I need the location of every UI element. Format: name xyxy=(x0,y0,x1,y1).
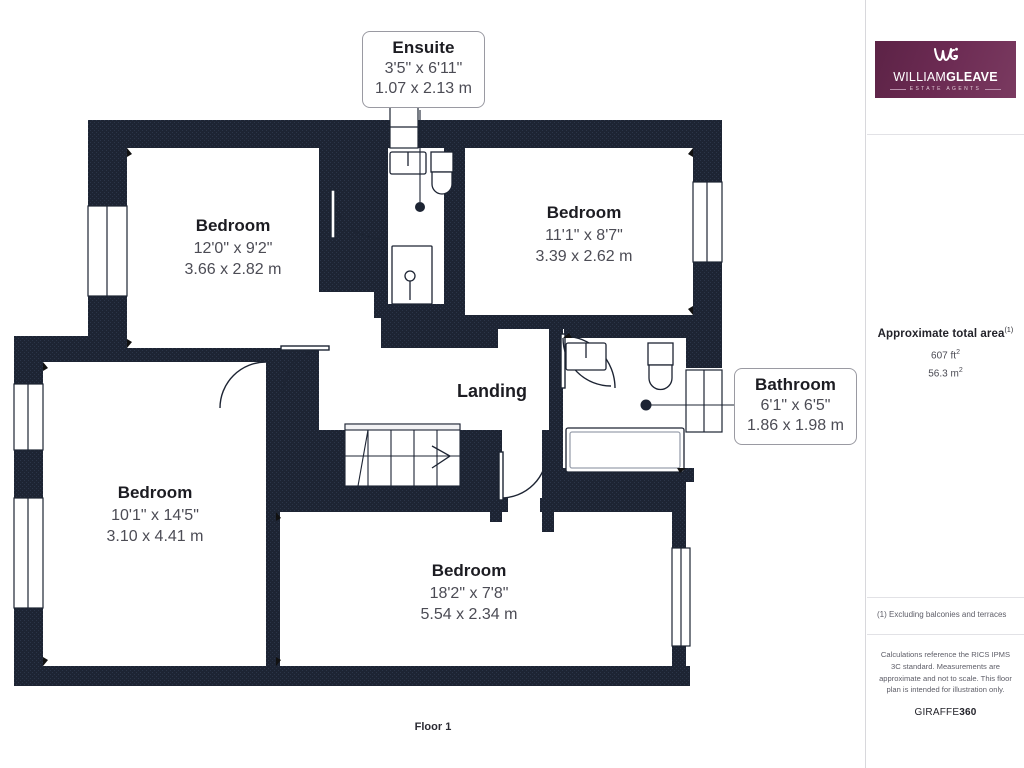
door-bedroom-top-left-upper xyxy=(330,189,380,239)
room-label-bedroom-bottom-left: Bedroom 10'1" x 14'5" 3.10 x 4.41 m xyxy=(75,483,235,546)
footnote-cell: (1) Excluding balconies and terraces xyxy=(867,598,1024,635)
window-ensuite-top xyxy=(389,105,419,149)
room-name-landing: Landing xyxy=(457,381,527,401)
floor-plan-canvas: Ensuite 3'5" x 6'11" 1.07 x 2.13 m Bathr… xyxy=(13,0,866,768)
floor-plan-drawing xyxy=(13,105,734,686)
total-area-title-text: Approximate total area xyxy=(877,327,1005,340)
room-imperial-bedroom-top-left: 12'0" x 9'2" xyxy=(193,240,273,258)
room-name-ensuite: Ensuite xyxy=(392,38,455,57)
fixtures-bathroom xyxy=(565,342,685,473)
total-area-imperial-unit: 2 xyxy=(956,348,960,356)
room-name-bedroom-bottom-left: Bedroom xyxy=(117,483,193,502)
windows xyxy=(13,105,723,647)
giraffe360-brand: GIRAFFE360 xyxy=(867,707,1024,718)
logo-wordmark: WILLIAMGLEAVE xyxy=(893,70,997,84)
room-metric-bedroom-top-left: 3.66 x 2.82 m xyxy=(184,260,282,278)
dimension-ticks xyxy=(43,148,693,666)
room-metric-ensuite: 1.07 x 2.13 m xyxy=(375,79,472,97)
room-metric-bathroom: 1.86 x 1.98 m xyxy=(747,416,844,434)
room-imperial-bathroom: 6'1" x 6'5" xyxy=(760,397,831,415)
bathroom-sink-icon xyxy=(565,342,607,371)
logo-word-bold: GLEAVE xyxy=(946,70,998,84)
bathroom-toilet-icon xyxy=(647,342,674,391)
logo-word-thin: WILLIAM xyxy=(893,70,947,84)
ensuite-sink-icon xyxy=(389,151,427,175)
total-area-footnote-marker: (1) xyxy=(1004,327,1014,334)
door-bedroom-bottom-right xyxy=(498,451,548,501)
leader-lines xyxy=(419,110,734,406)
staircase xyxy=(344,423,461,487)
room-name-bathroom: Bathroom xyxy=(754,375,837,394)
window-right-upper xyxy=(692,181,723,263)
brand-thin: GIRAFFE xyxy=(914,707,960,718)
room-name-bedroom-bottom-right: Bedroom xyxy=(431,561,507,580)
total-area-imperial-value: 607 ft xyxy=(931,350,957,362)
window-left-lower xyxy=(13,497,44,609)
room-metric-bedroom-bottom-right: 5.54 x 2.34 m xyxy=(420,605,518,623)
disclaimer-cell: Calculations reference the RICS IPMS 3C … xyxy=(867,635,1024,768)
room-metric-bedroom-bottom-left: 3.10 x 4.41 m xyxy=(106,527,204,545)
room-label-bedroom-top-left: Bedroom 12'0" x 9'2" 3.66 x 2.82 m xyxy=(153,216,313,279)
room-floor-bedroom-top-right xyxy=(465,148,693,315)
footnote-excluding: (1) Excluding balconies and terraces xyxy=(877,610,1007,619)
agency-logo: WILLIAMGLEAVE ESTATE AGENTS xyxy=(875,41,1016,98)
brand-bold: 360 xyxy=(959,707,977,718)
logo-rule-right xyxy=(985,88,1002,90)
logo-subtitle: ESTATE AGENTS xyxy=(889,86,1002,92)
total-area-metric: 56.3 m2 xyxy=(867,367,1024,379)
window-left-upper xyxy=(87,205,128,297)
door-bathroom xyxy=(562,337,612,387)
logo-cell: WILLIAMGLEAVE ESTATE AGENTS xyxy=(867,0,1024,135)
bathroom-point-marker xyxy=(640,399,652,411)
doors xyxy=(219,189,616,501)
total-area-imperial: 607 ft2 xyxy=(867,349,1024,361)
monogram-icon xyxy=(933,47,959,69)
ensuite-toilet-icon xyxy=(430,151,454,195)
room-imperial-bedroom-top-right: 11'1" x 8'7" xyxy=(545,227,623,245)
room-label-ensuite: Ensuite 3'5" x 6'11" 1.07 x 2.13 m xyxy=(362,31,485,108)
room-label-bedroom-top-right: Bedroom 11'1" x 8'7" 3.39 x 2.62 m xyxy=(504,203,664,266)
room-imperial-bedroom-bottom-right: 18'2" x 7'8" xyxy=(429,585,509,603)
room-label-landing: Landing xyxy=(432,381,552,403)
room-imperial-bedroom-bottom-left: 10'1" x 14'5" xyxy=(111,507,199,525)
room-label-bedroom-bottom-right: Bedroom 18'2" x 7'8" 5.54 x 2.34 m xyxy=(389,561,549,624)
room-floor-bedroom-bottom-left xyxy=(43,362,266,666)
info-sidebar: WILLIAMGLEAVE ESTATE AGENTS Approximate … xyxy=(867,0,1024,768)
floor-caption: Floor 1 xyxy=(414,721,452,733)
room-imperial-ensuite: 3'5" x 6'11" xyxy=(384,60,463,78)
room-floor-bedroom-bottom-right xyxy=(276,512,672,666)
window-left-mid xyxy=(13,383,44,451)
room-name-bedroom-top-left: Bedroom xyxy=(195,216,271,235)
room-metric-bedroom-top-right: 3.39 x 2.62 m xyxy=(535,247,633,265)
fixtures-ensuite xyxy=(389,151,454,305)
area-cell: Approximate total area(1) 607 ft2 56.3 m… xyxy=(867,135,1024,598)
ensuite-shower-icon xyxy=(391,245,433,305)
logo-rule-left xyxy=(889,88,906,90)
total-area-title: Approximate total area(1) xyxy=(867,327,1024,340)
total-area-metric-unit: 2 xyxy=(958,367,963,375)
window-right-bathroom xyxy=(685,369,723,433)
bathroom-bathtub-icon xyxy=(565,427,685,473)
logo-subtitle-text: ESTATE AGENTS xyxy=(909,86,982,92)
room-label-bathroom: Bathroom 6'1" x 6'5" 1.86 x 1.98 m xyxy=(734,368,857,445)
total-area-metric-value: 56.3 m xyxy=(928,368,959,380)
ensuite-point-marker xyxy=(415,202,425,212)
disclaimer-text: Calculations reference the RICS IPMS 3C … xyxy=(879,650,1012,695)
room-floor-bedroom-top-left xyxy=(127,148,319,348)
door-bedroom-bottom-left xyxy=(219,361,267,409)
door-bedroom-top-left-lower xyxy=(280,345,330,395)
window-right-lower xyxy=(671,547,691,647)
total-area-block: Approximate total area(1) 607 ft2 56.3 m… xyxy=(867,327,1024,379)
stair-direction-arrow xyxy=(357,429,369,487)
room-name-bedroom-top-right: Bedroom xyxy=(546,203,622,222)
